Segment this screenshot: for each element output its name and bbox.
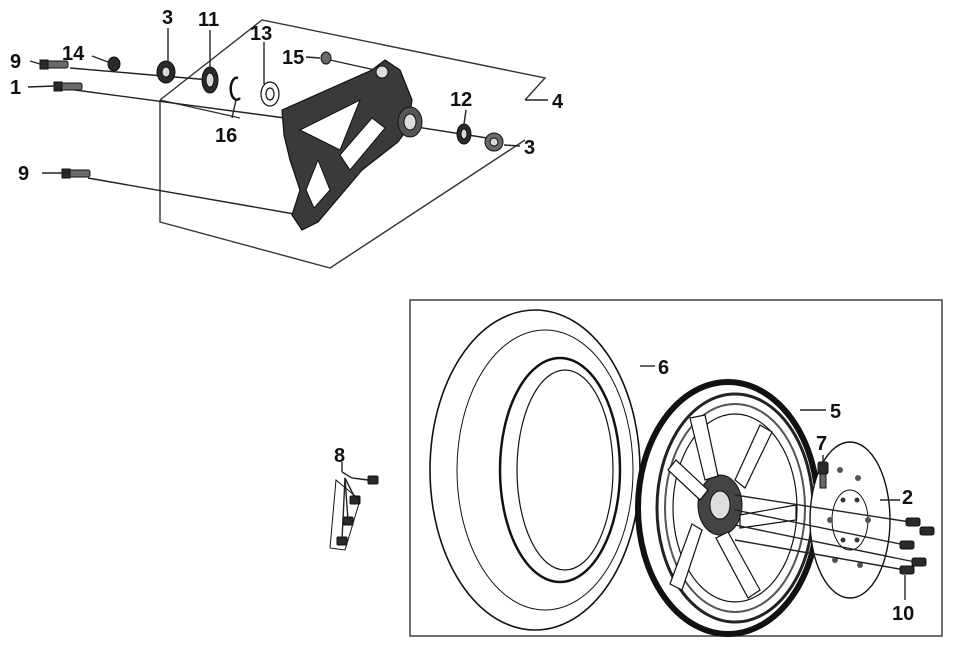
rim-5 [635,379,821,637]
axle-center-lines [59,59,501,216]
wheel-group-box [409,299,943,637]
callout-15: 15 [282,47,304,69]
swing-arm-4 [281,59,423,231]
nut-14 [107,56,121,72]
callout-9-top: 9 [10,51,21,73]
callout-2: 2 [902,487,913,509]
collar-3-right [484,132,504,152]
valve-7 [817,461,829,489]
axle-bolt-1 [53,81,83,92]
callout-5: 5 [830,401,841,423]
callout-9-bottom: 9 [18,163,29,185]
bearing-11 [201,66,219,94]
callout-7: 7 [816,433,827,455]
leader-lines-bottom [341,365,906,600]
circlip-16 [229,76,241,101]
callout-3-right: 3 [524,137,535,159]
callout-4: 4 [552,91,564,113]
bearing-12 [456,123,472,145]
bolt-9-bottom [61,168,91,179]
disc-bolts-10 [734,494,935,575]
callout-13: 13 [250,23,272,45]
balance-weights-8 [329,471,379,551]
leader-lines-top [27,28,548,174]
callout-8: 8 [334,445,345,467]
callout-1: 1 [10,77,21,99]
callout-16: 16 [215,125,237,147]
callout-labels-top: 3 11 13 9 14 15 1 16 12 4 3 9 [10,7,564,185]
callout-14: 14 [62,43,85,65]
tire-6 [429,309,641,631]
callout-6: 6 [658,357,669,379]
callout-10: 10 [892,603,914,625]
washer-13 [260,81,280,107]
bolt-9-top [39,59,69,70]
callout-labels-bottom: 6 5 7 8 2 10 [334,357,914,625]
collar-3-top [156,60,176,84]
brake-disc-2 [809,441,891,599]
callout-12: 12 [450,89,472,111]
callout-3-top: 3 [162,7,173,29]
callout-11: 11 [198,9,219,31]
nut-15 [320,51,332,65]
